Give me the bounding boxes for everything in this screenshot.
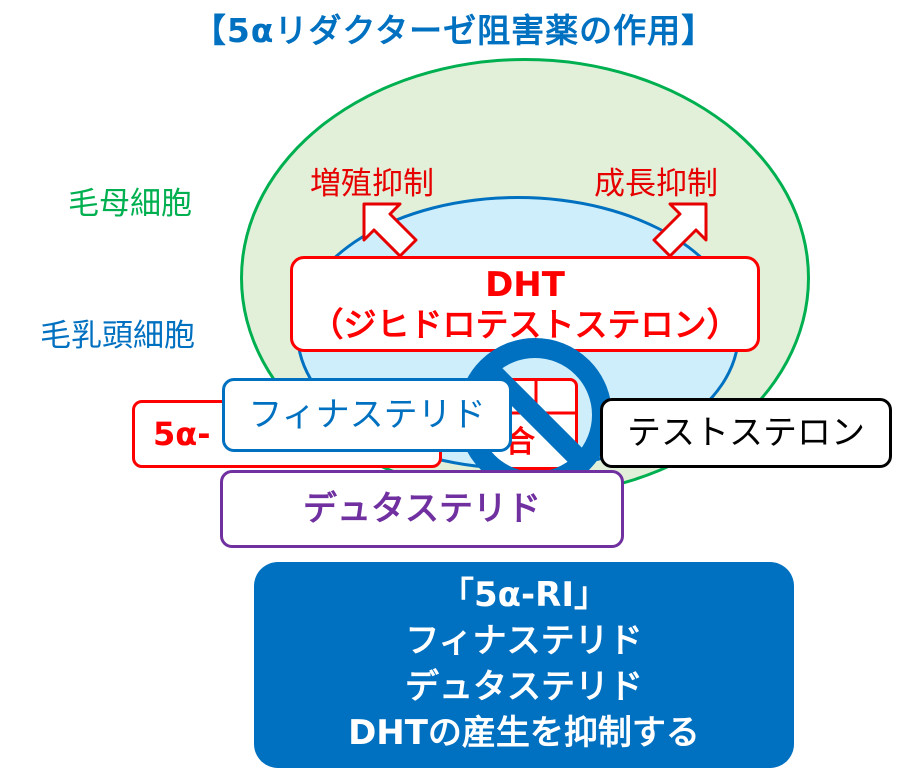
testosterone-label: テストステロン [627,413,865,453]
summary-line-3: デュタステリド [405,667,643,707]
finasteride-label: フィナステリド [248,395,486,435]
hair-matrix-cells-label: 毛母細胞 [68,186,192,222]
summary-line-4: DHTの産生を抑制する [348,713,700,753]
dht-fullname-label: （ジヒドロテストステロン） [310,305,740,344]
finasteride-box: フィナステリド [222,378,512,452]
left-up-arrow-icon [362,202,418,258]
right-up-arrow-icon [652,202,708,258]
dermal-papilla-cells-label: 毛乳頭細胞 [40,318,195,354]
summary-box: 「5α-RI」 フィナステリド デュタステリド DHTの産生を抑制する [254,562,794,768]
dht-label: DHT [485,265,565,305]
testosterone-box: テストステロン [600,398,892,468]
5a-reductase-label: 5α- [153,415,211,453]
proliferation-suppression-label: 増殖抑制 [310,166,434,202]
diagram-title: 【5αリダクターゼ阻害薬の作用】 [192,11,716,50]
dutasteride-box: デュタステリド [220,470,624,548]
dutasteride-label: デュタステリド [303,489,541,529]
summary-line-2: フィナステリド [405,621,643,661]
growth-suppression-label: 成長抑制 [594,166,718,202]
summary-line-1: 「5α-RI」 [440,575,608,615]
